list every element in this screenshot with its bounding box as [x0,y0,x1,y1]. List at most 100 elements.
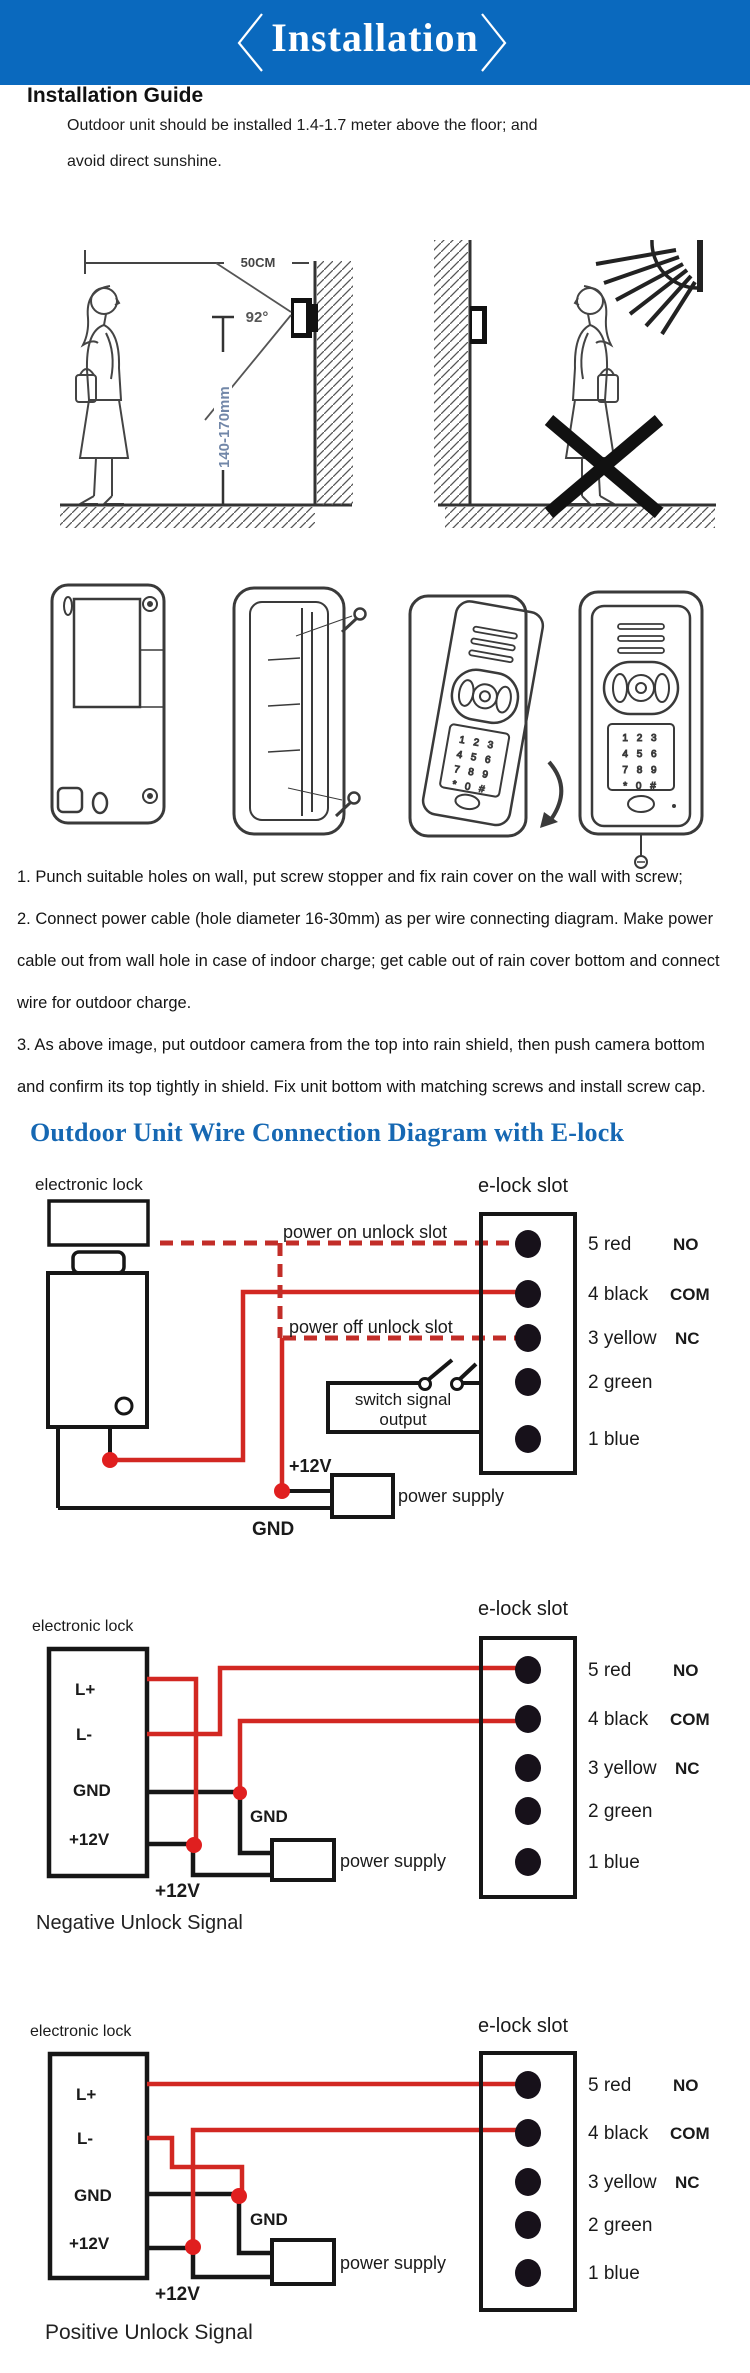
step-line: cable out from wall hole in case of indo… [17,952,720,970]
step-line: and confirm its top tightly in shield. F… [17,1078,706,1096]
doorbell-mount [312,304,318,332]
slot-pins [515,2071,541,2287]
keypad-row: 4 5 6 [622,749,659,760]
width-dim-label: 50CM [241,255,276,270]
rain-cover-drawing [232,586,367,836]
screw-cap-icon [634,855,648,869]
screw-icon [340,607,367,634]
camera-insert-drawing: 1 2 3 4 5 6 7 8 9 * 0 # [408,594,564,838]
v12-label: +12V [155,1881,200,1902]
pin-label: 1 blue [588,2263,640,2284]
intro-line-1: Outdoor unit should be installed 1.4-1.7… [67,117,538,134]
wall-hatch-2 [434,240,468,505]
slot-label: e-lock slot [478,2015,568,2037]
person-figure [75,285,129,505]
pin-role: COM [670,1285,710,1304]
power-on-label: power on unlock slot [283,1222,447,1242]
terminal-label: GND [74,2186,112,2205]
lock-label: electronic lock [32,1618,134,1635]
keypad-row: 1 2 3 [458,735,497,752]
pin-role: NC [675,1759,700,1778]
pin-label: 3 yellow [588,1758,657,1779]
installation-height-figure: 50CM 92° 140-170mm [60,240,716,528]
pin-label: 1 blue [588,1852,640,1873]
pin-role: NO [673,1661,699,1680]
pin-role: NC [675,2173,700,2192]
keypad-row: 7 8 9 [622,765,659,776]
screw-icon-2 [334,791,361,818]
correct-install-scene: 50CM 92° 140-170mm [60,250,353,528]
x-mark-icon [544,415,664,518]
gnd-label: GND [252,1519,294,1540]
rotate-arrow-icon [547,760,564,820]
step-line: 2. Connect power cable (hole diameter 16… [17,910,714,928]
mounting-steps-figure: 1 2 3 4 5 6 7 8 9 * 0 # [50,583,704,869]
wire-junction-dot [274,1483,290,1499]
installation-banner: Installation [0,0,750,85]
lock-box [47,2051,150,2281]
elock-slot-box [479,1212,577,1475]
gnd-label: GND [250,1807,288,1826]
step-line: 1. Punch suitable holes on wall, put scr… [17,868,683,886]
keypad-row: 1 2 3 [622,733,659,744]
wire-junction-dot [185,2239,201,2255]
slot-pins [515,1656,541,1876]
pin-role: NO [673,2076,699,2095]
right-angle-bracket-icon [481,13,507,72]
pin-role: COM [670,1710,710,1729]
pin-label: 5 red [588,2075,631,2096]
red-wires [110,1240,517,1491]
lock-label: electronic lock [35,1175,143,1194]
wiring-diagram-positive: electronic lock e-lock slot L+ L- GND +1… [30,2015,710,2312]
slot-pins [515,1230,541,1453]
assembled-unit-drawing: 1 2 3 4 5 6 7 8 9 * 0 # [578,590,704,869]
wrong-install-scene [434,240,716,528]
switch-label-2: output [379,1410,427,1429]
wiring-diagram-negative: electronic lock e-lock slot L+ L- GND +1… [32,1598,710,1902]
left-angle-bracket-icon [237,13,263,72]
keypad-row: * 0 # [623,781,659,792]
v12-label: +12V [155,2284,200,2305]
angle-ray-upper [215,262,292,313]
black-wires [147,2191,272,2280]
lock-box [46,1646,150,1879]
pin-label: 2 green [588,2215,652,2236]
pin-label: 4 black [588,1709,649,1730]
switch-contact-icon [450,1377,464,1391]
switch-label-1: switch signal [355,1390,451,1409]
red-wires [147,1665,516,1841]
angle-label: 92° [246,309,269,326]
vdim-label-bg [214,352,232,470]
pin-role: NO [673,1235,699,1254]
guide-heading: Installation Guide [27,84,204,107]
terminal-label: L- [76,1725,92,1744]
diagram-caption-negative: Negative Unlock Signal [36,1912,243,1934]
wire-junction-dot [231,2188,247,2204]
bell-button-icon [627,795,655,813]
floor-hatch [60,507,315,528]
keypad-row: * 0 # [451,779,488,796]
sun-rays-icon [595,248,697,336]
step-line: 3. As above image, put outdoor camera fr… [17,1036,705,1054]
wire-junction-dot [102,1452,118,1468]
black-wires [58,1358,481,1510]
terminal-label: +12V [69,2234,110,2253]
power-supply-box [270,1838,336,1882]
switch-contact-icon [418,1377,432,1391]
angle-label-bg [238,308,276,325]
pin-label: 5 red [588,1660,631,1681]
diagram-caption-positive: Positive Unlock Signal [45,2321,253,2344]
psu-label: power supply [398,1486,504,1506]
terminal-label: L+ [75,1680,95,1699]
psu-label: power supply [340,2253,446,2273]
red-wires [147,2081,516,2243]
banner-bracket-icons [237,13,507,72]
black-wires [147,1789,272,1878]
intro-line-2: avoid direct sunshine. [67,153,222,170]
floor-hatch-2 [445,507,715,528]
pin-label: 5 red [588,1234,631,1255]
power-supply-box [330,1473,395,1519]
terminal-label: +12V [69,1830,110,1849]
elock-slot-box [479,1636,577,1899]
